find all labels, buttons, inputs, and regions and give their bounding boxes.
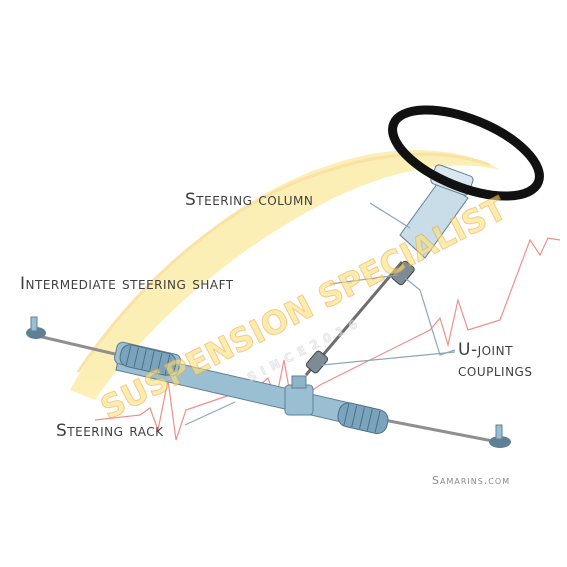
left-rack-boot (119, 344, 177, 376)
intermediate-shaft-label: Intermediate steering shaft (20, 274, 234, 294)
steering-rack-label: Steering rack (56, 421, 164, 441)
watermark-swoosh (70, 150, 500, 400)
site-credit: Samarins.com (432, 474, 511, 487)
right-tie-rod-end (489, 424, 511, 448)
leader-lines (184, 202, 456, 426)
ujoint-label-line2: couplings (458, 361, 533, 381)
right-tie-rod (383, 418, 499, 444)
upper-u-joint (391, 260, 415, 286)
steering-wheel (388, 105, 544, 201)
pinion-housing (284, 375, 314, 416)
ujoint-label: U-joint couplings (458, 340, 532, 382)
ujoint-label-line1: U-joint (458, 340, 513, 360)
lower-u-joint (305, 350, 329, 374)
right-rack-boot (337, 402, 389, 435)
left-tie-rod-end (26, 316, 46, 339)
steering-column-label: Steering column (185, 190, 314, 210)
